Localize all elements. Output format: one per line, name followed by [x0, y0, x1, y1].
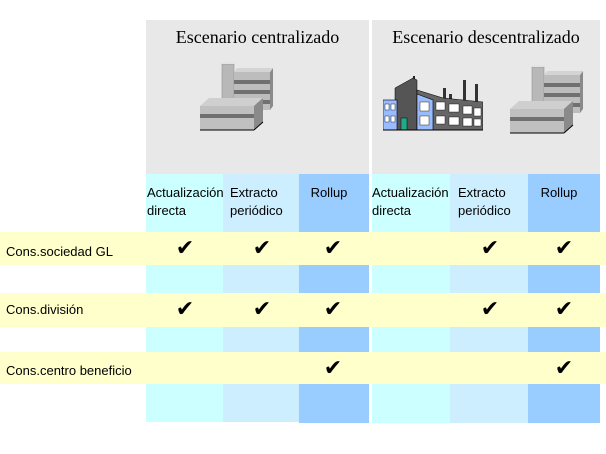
- column-header-line1: Rollup: [310, 185, 348, 200]
- row-band-profit-center-consolidation: [0, 352, 606, 384]
- row-band-company-consolidation: [0, 232, 606, 265]
- scenario-title-decentralized: Escenario descentralizado: [392, 27, 580, 47]
- column-header-line2: directa: [372, 203, 412, 218]
- checkmark-icon: ✔: [480, 236, 500, 261]
- column-header-line2: periódico: [230, 203, 283, 218]
- column-header-line1: Extracto: [458, 185, 506, 200]
- row-label-company-consolidation: Cons.sociedad GL: [6, 244, 113, 259]
- checkmark-icon: ✔: [554, 236, 574, 261]
- checkmark-icon: ✔: [323, 297, 343, 322]
- row-label-profit-center-consolidation: Cons.centro beneficio: [6, 363, 132, 378]
- checkmark-icon: ✔: [252, 297, 272, 322]
- checkmark-icon: ✔: [175, 236, 195, 261]
- factory-icon: [383, 76, 483, 131]
- column-header-rollup: Rollup: [528, 184, 590, 202]
- column-header-periodic-extract: Extracto periódico: [458, 184, 528, 220]
- scenario-divider: [369, 174, 372, 232]
- central-server-building-icon: [510, 65, 583, 134]
- column-header-line1: Actualización: [147, 185, 224, 200]
- scenario-divider: [369, 327, 372, 352]
- scenario-title-centralized: Escenario centralizado: [175, 27, 340, 47]
- column-header-direct-update: Actualización directa: [147, 184, 224, 220]
- column-header-line2: directa: [147, 203, 187, 218]
- column-header-line1: Rollup: [540, 185, 578, 200]
- row-label-division-consolidation: Cons.división: [6, 302, 84, 317]
- column-header-direct-update: Actualización directa: [372, 184, 450, 220]
- scenario-divider: [369, 265, 372, 293]
- column-header-rollup: Rollup: [299, 184, 359, 202]
- column-header-periodic-extract: Extracto periódico: [230, 184, 300, 220]
- checkmark-icon: ✔: [554, 356, 574, 381]
- central-server-building-icon: [200, 62, 273, 131]
- row-band-division-consolidation: [0, 293, 606, 327]
- checkmark-icon: ✔: [554, 297, 574, 322]
- column-header-line1: Extracto: [230, 185, 278, 200]
- column-header-line1: Actualización: [372, 185, 449, 200]
- checkmark-icon: ✔: [252, 236, 272, 261]
- checkmark-icon: ✔: [480, 297, 500, 322]
- checkmark-icon: ✔: [323, 356, 343, 381]
- scenario-divider: [369, 384, 372, 424]
- checkmark-icon: ✔: [175, 297, 195, 322]
- checkmark-icon: ✔: [323, 236, 343, 261]
- column-header-line2: periódico: [458, 203, 511, 218]
